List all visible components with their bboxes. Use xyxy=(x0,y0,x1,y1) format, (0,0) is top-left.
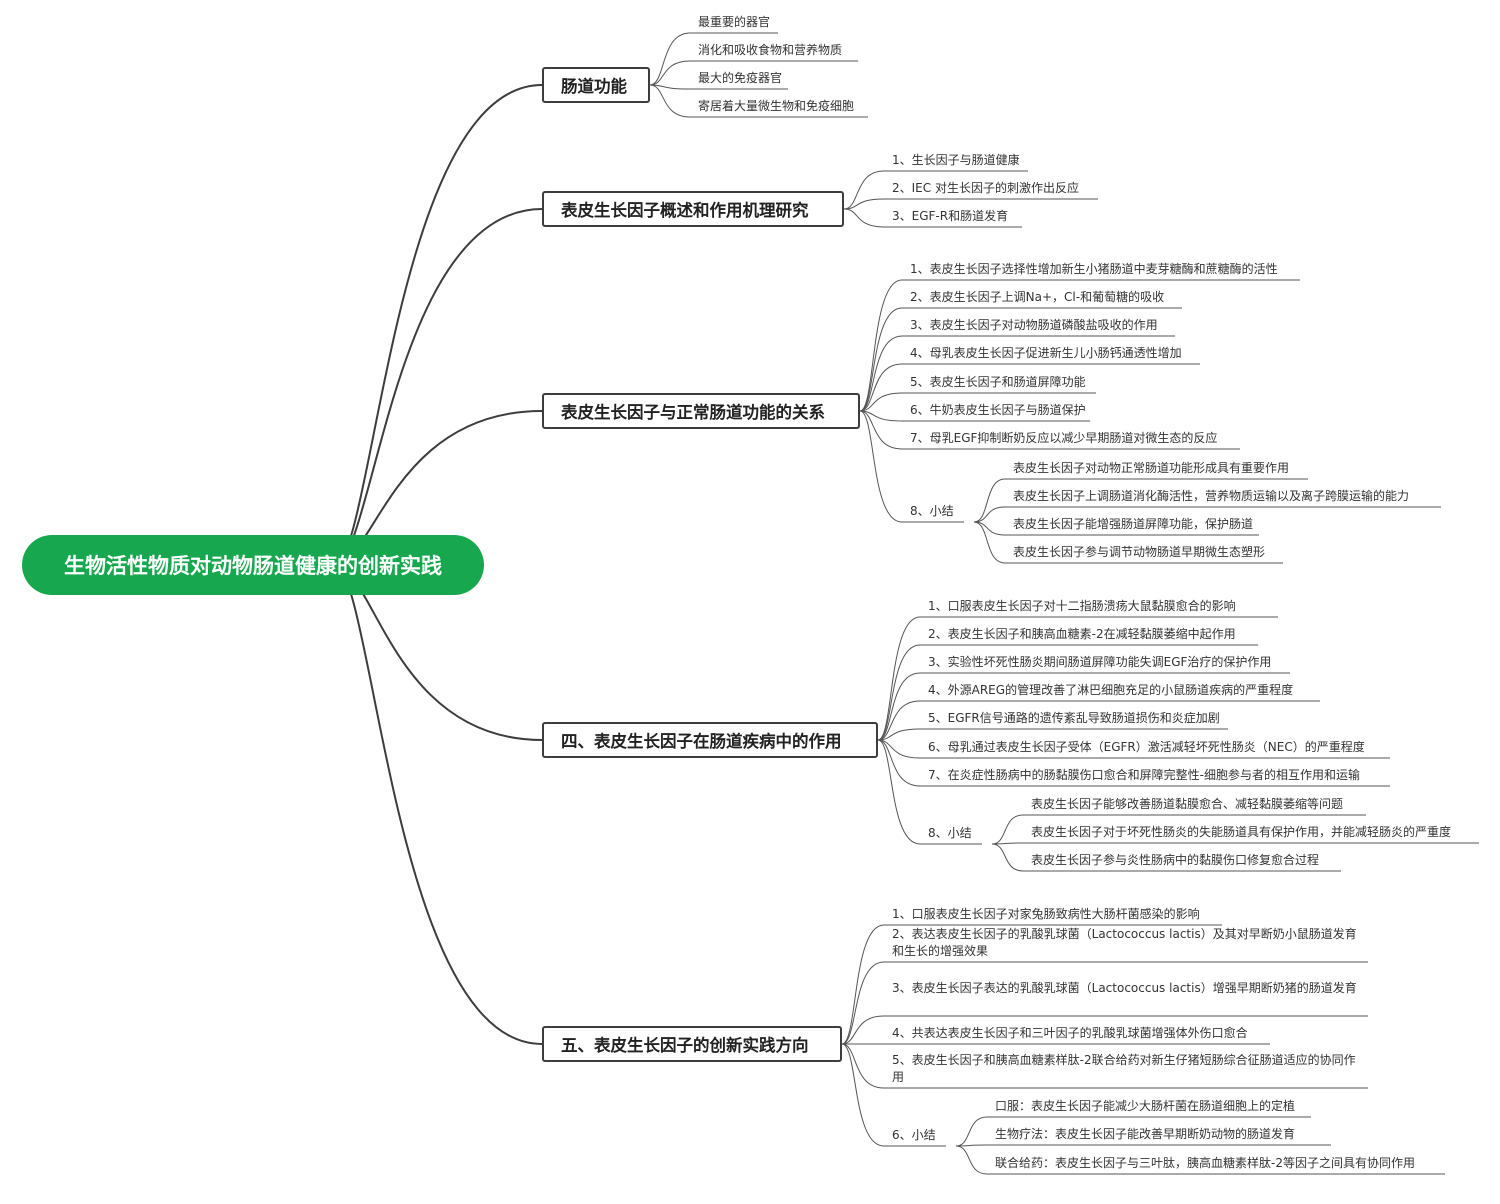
leaf-item[interactable]: 6、母乳通过表皮生长因子受体（EGFR）激活减轻坏死性肠炎（NEC）的严重程度 xyxy=(928,740,1365,754)
leaf-item[interactable]: 1、生长因子与肠道健康 xyxy=(892,153,1020,167)
leaf-item[interactable]: 3、EGF-R和肠道发育 xyxy=(892,209,1009,223)
leaf-item[interactable]: 最大的免疫器官 xyxy=(698,71,783,85)
leaf-connector xyxy=(841,961,885,1045)
leaf-connector xyxy=(877,739,921,787)
leaf-connector xyxy=(841,1043,885,1147)
leaf-item[interactable]: 6、牛奶表皮生长因子与肠道保护 xyxy=(910,403,1086,417)
leaf-connector xyxy=(955,1144,988,1147)
branch-topic[interactable]: 五、表皮生长因子的创新实践方向 xyxy=(542,1026,842,1062)
leaf-item[interactable]: 2、IEC 对生长因子的刺激作出反应 xyxy=(892,181,1079,195)
branch-topic[interactable]: 表皮生长因子与正常肠道功能的关系 xyxy=(542,393,860,429)
root-topic[interactable]: 生物活性物质对动物肠道健康的创新实践 xyxy=(22,535,484,595)
leaf-item[interactable]: 消化和吸收食物和营养物质 xyxy=(698,43,843,57)
leaf-connector xyxy=(877,616,921,741)
leaf-connector xyxy=(859,410,903,450)
leaf-item[interactable]: 表皮生长因子参与调节动物肠道早期微生态塑形 xyxy=(1013,545,1266,559)
leaf-connector xyxy=(649,84,691,118)
leaf-item[interactable]: 2、表皮生长因子和胰高血糖素-2在减轻黏膜萎缩中起作用 xyxy=(928,627,1236,641)
leaf-connector xyxy=(955,1116,988,1147)
leaf-connector xyxy=(843,208,885,228)
leaf-item[interactable]: 生物疗法：表皮生长因子能改善早期断奶动物的肠道发育 xyxy=(995,1127,1296,1141)
leaf-item[interactable]: 8、小结 xyxy=(928,826,972,840)
leaf-connector xyxy=(859,392,903,412)
branch-topic[interactable]: 表皮生长因子概述和作用机理研究 xyxy=(542,191,844,227)
leaf-connector xyxy=(877,700,921,741)
leaf-connector xyxy=(841,924,885,1045)
branch-connector xyxy=(333,84,543,566)
leaf-connector xyxy=(859,410,903,523)
leaf-item[interactable]: 2、表达表皮生长因子的乳酸乳球菌（Lactococcus lactis）及其对早… xyxy=(892,927,1357,958)
leaf-item[interactable]: 4、母乳表皮生长因子促进新生儿小肠钙通透性增加 xyxy=(910,346,1182,360)
leaf-connector xyxy=(859,279,903,412)
leaf-connector xyxy=(877,644,921,741)
leaf-connector xyxy=(991,814,1024,845)
leaf-connector xyxy=(973,506,1006,523)
leaf-item[interactable]: 表皮生长因子上调肠道消化酶活性，营养物质运输以及离子跨膜运输的能力 xyxy=(1013,489,1410,503)
leaf-connector xyxy=(877,672,921,741)
leaf-connector xyxy=(841,1043,885,1089)
leaf-item[interactable]: 1、表皮生长因子选择性增加新生小猪肠道中麦芽糖酶和蔗糖酶的活性 xyxy=(910,262,1278,276)
leaf-item[interactable]: 5、EGFR信号通路的遗传紊乱导致肠道损伤和炎症加剧 xyxy=(928,711,1220,725)
leaf-item[interactable]: 口服：表皮生长因子能减少大肠杆菌在肠道细胞上的定植 xyxy=(995,1099,1296,1113)
leaf-item[interactable]: 最重要的器官 xyxy=(698,15,771,29)
leaf-connector xyxy=(843,170,885,210)
leaf-item[interactable]: 3、表皮生长因子对动物肠道磷酸盐吸收的作用 xyxy=(910,318,1158,332)
leaf-connector xyxy=(877,739,921,845)
leaf-item[interactable]: 3、实验性坏死性肠炎期间肠道屏障功能失调EGF治疗的保护作用 xyxy=(928,655,1272,669)
branch-connector xyxy=(333,564,543,1045)
leaf-connector xyxy=(649,32,691,86)
leaf-item[interactable]: 4、外源AREG的管理改善了淋巴细胞充足的小鼠肠道疾病的严重程度 xyxy=(928,683,1294,697)
leaf-item[interactable]: 7、母乳EGF抑制断奶反应以减少早期肠道对微生态的反应 xyxy=(910,431,1218,445)
leaf-connector xyxy=(877,728,921,741)
leaf-item[interactable]: 表皮生长因子对动物正常肠道功能形成具有重要作用 xyxy=(1013,461,1290,475)
branch-topic[interactable]: 四、表皮生长因子在肠道疾病中的作用 xyxy=(542,722,878,758)
leaf-item[interactable]: 联合给药：表皮生长因子与三叶肽，胰高血糖素样肽-2等因子之间具有协同作用 xyxy=(995,1156,1415,1170)
leaf-connector xyxy=(973,478,1006,523)
leaf-item[interactable]: 表皮生长因子能增强肠道屏障功能，保护肠道 xyxy=(1013,517,1254,531)
leaf-connector xyxy=(991,843,1024,872)
leaf-connector xyxy=(859,307,903,412)
leaf-connector xyxy=(973,521,1006,564)
leaf-item[interactable]: 1、口服表皮生长因子对十二指肠溃疡大鼠黏膜愈合的影响 xyxy=(928,599,1236,613)
leaf-connector xyxy=(859,363,903,412)
leaf-item[interactable]: 表皮生长因子参与炎性肠病中的黏膜伤口修复愈合过程 xyxy=(1031,853,1320,867)
leaf-connector xyxy=(955,1145,988,1175)
leaf-item[interactable]: 5、表皮生长因子和肠道屏障功能 xyxy=(910,375,1086,389)
branch-topic[interactable]: 肠道功能 xyxy=(542,67,650,103)
leaf-item[interactable]: 3、表皮生长因子表达的乳酸乳球菌（Lactococcus lactis）增强早期… xyxy=(892,981,1357,995)
leaf-item[interactable]: 表皮生长因子能够改善肠道黏膜愈合、减轻黏膜萎缩等问题 xyxy=(1031,797,1344,811)
leaf-connector xyxy=(843,198,885,210)
leaf-item[interactable]: 2、表皮生长因子上调Na+，Cl-和葡萄糖的吸收 xyxy=(910,290,1165,304)
leaf-item[interactable]: 表皮生长因子对于坏死性肠炎的失能肠道具有保护作用，并能减轻肠炎的严重度 xyxy=(1031,825,1452,839)
leaf-item[interactable]: 5、表皮生长因子和胰高血糖素样肽-2联合给药对新生仔猪短肠综合征肠道适应的协同作… xyxy=(892,1053,1356,1084)
leaf-item[interactable]: 寄居着大量微生物和免疫细胞 xyxy=(698,99,855,113)
leaf-item[interactable]: 1、口服表皮生长因子对家兔肠致病性大肠杆菌感染的影响 xyxy=(892,907,1200,921)
leaf-item[interactable]: 6、小结 xyxy=(892,1128,936,1142)
leaf-item[interactable]: 8、小结 xyxy=(910,504,954,518)
leaf-connector xyxy=(859,335,903,412)
leaf-item[interactable]: 4、共表达表皮生长因子和三叶因子的乳酸乳球菌增强体外伤口愈合 xyxy=(892,1026,1248,1040)
leaf-connector xyxy=(841,1015,885,1045)
leaf-item[interactable]: 7、在炎症性肠病中的肠黏膜伤口愈合和屏障完整性-细胞参与者的相互作用和运输 xyxy=(928,768,1360,782)
branch-connector xyxy=(333,208,543,566)
leaf-connector xyxy=(649,60,691,86)
